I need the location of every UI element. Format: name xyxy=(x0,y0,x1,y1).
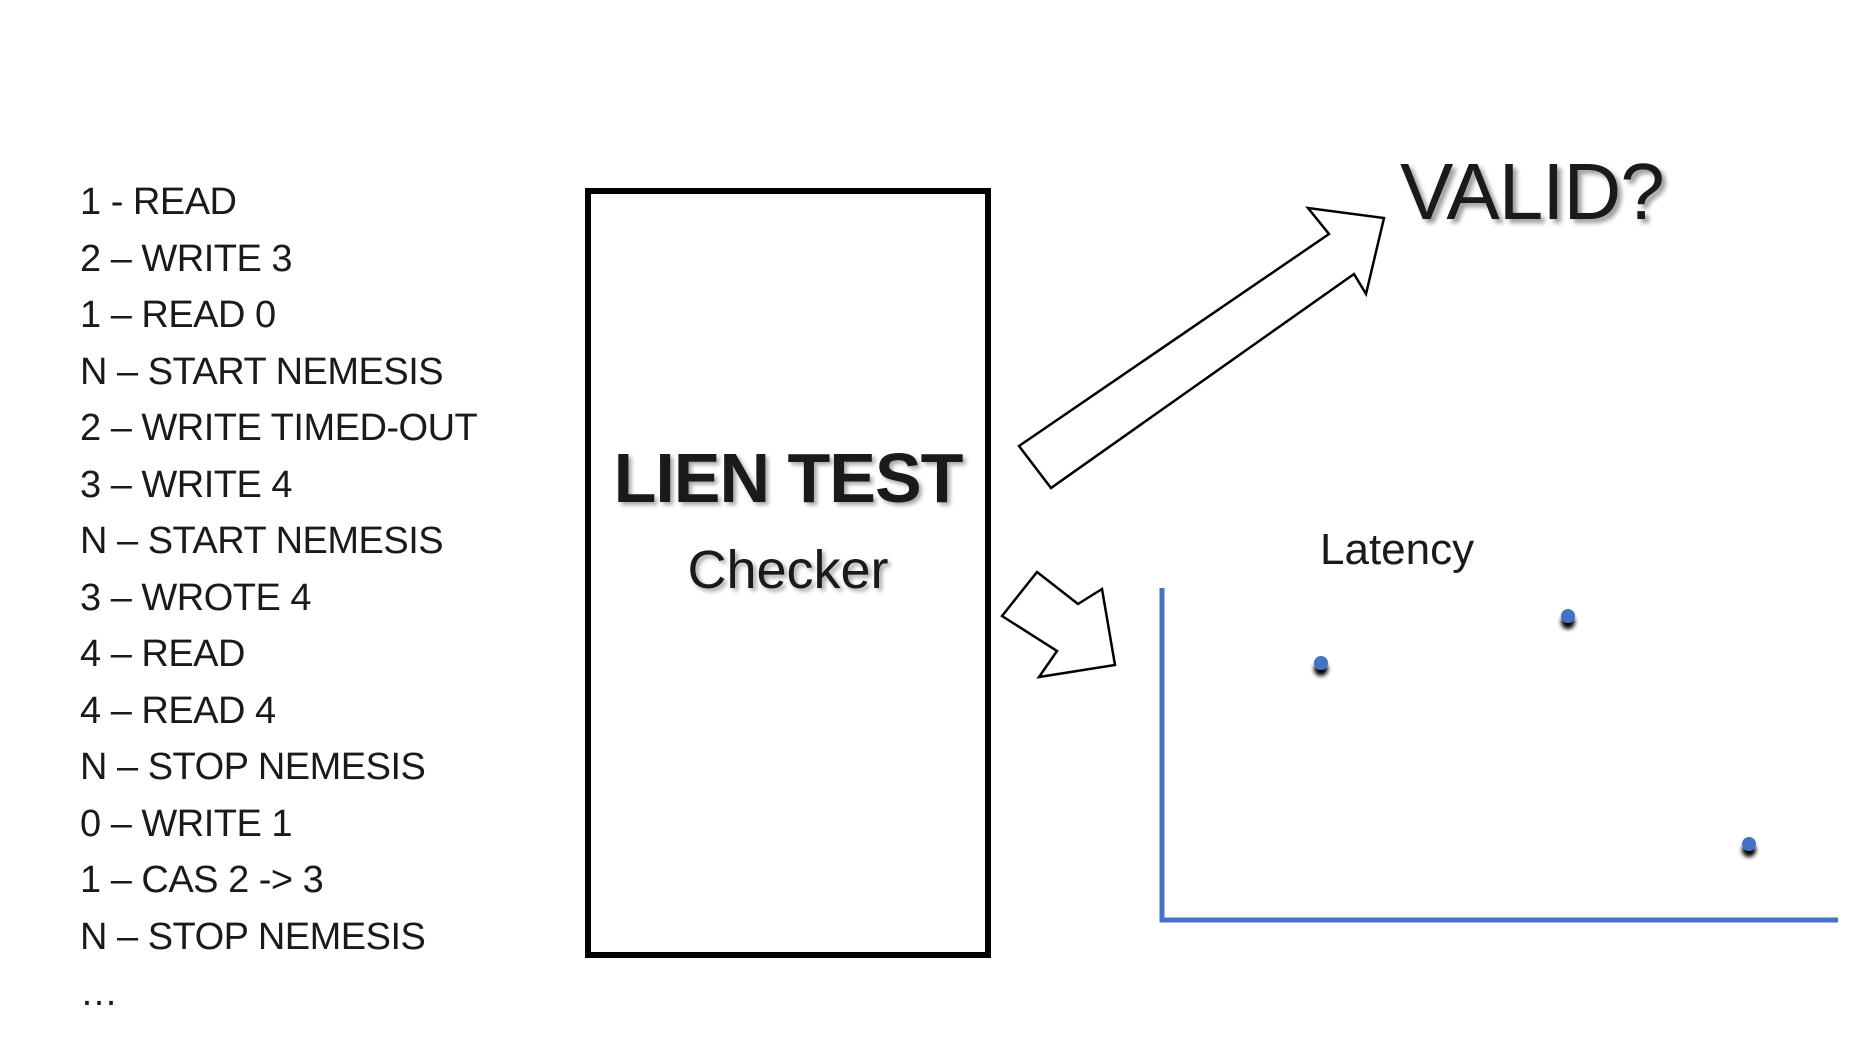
history-item: 4 – READ 4 xyxy=(80,689,276,732)
history-item: 1 - READ xyxy=(80,181,237,223)
history-item: N – STOP NEMESIS xyxy=(80,746,426,788)
history-item: … xyxy=(80,972,118,1014)
data-point xyxy=(1561,609,1575,623)
valid-arrow xyxy=(1017,206,1386,490)
history-item: 3 – WROTE 4 xyxy=(80,576,312,619)
history-item: 4 – READ xyxy=(80,633,245,675)
history-item: 3 – WRITE 4 xyxy=(80,463,293,506)
checker-box: LIEN TEST Checker xyxy=(585,188,991,958)
history-item: N – START NEMESIS xyxy=(80,520,444,562)
history-item: 2 – WRITE TIMED-OUT xyxy=(80,407,478,449)
valid-label: VALID? xyxy=(1400,147,1665,236)
history-item: N – START NEMESIS xyxy=(80,350,444,393)
history-list: 1 - READ 2 – WRITE 3 1 – READ 0 N – STAR… xyxy=(80,174,478,1022)
history-item: 1 – CAS 2 -> 3 xyxy=(80,859,324,901)
history-item: 0 – WRITE 1 xyxy=(80,802,293,845)
latency-label: Latency xyxy=(1320,525,1475,574)
data-point xyxy=(1742,837,1756,851)
checker-title: LIEN TEST xyxy=(613,439,964,517)
history-item: 2 – WRITE 3 xyxy=(80,237,293,280)
latency-arrow xyxy=(1000,570,1117,679)
checker-subtitle: Checker xyxy=(687,540,889,600)
history-item: N – STOP NEMESIS xyxy=(80,915,426,958)
data-point xyxy=(1314,656,1328,670)
history-item: 1 – READ 0 xyxy=(80,294,276,336)
